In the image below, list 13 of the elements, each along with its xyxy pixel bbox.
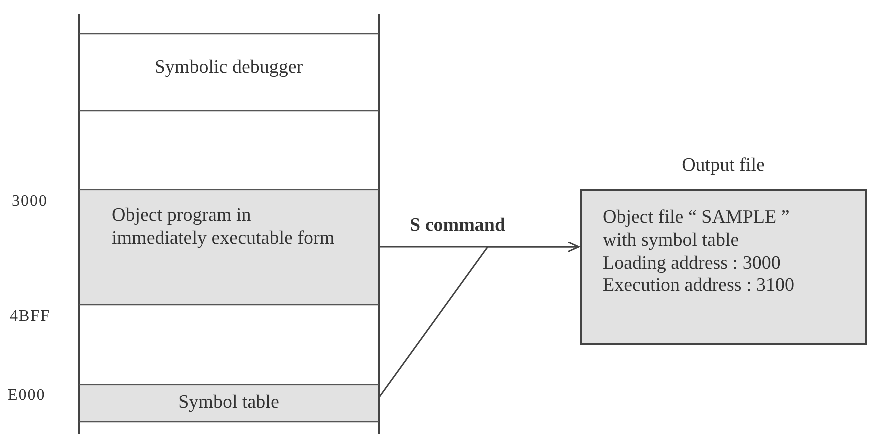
file-info-text: Loading address : 3000: [603, 252, 782, 276]
address-label: 3000: [12, 193, 48, 211]
file-info-text: Object file “ SAMPLE ” with symbol table: [603, 207, 791, 253]
region-label: Object program in immediately executable form: [112, 205, 336, 251]
region-label: Symbolic debugger: [154, 57, 304, 80]
address-label: 4BFF: [10, 308, 50, 326]
address-label: E000: [8, 387, 46, 405]
memory-region: [80, 386, 378, 421]
region-label: Symbol table: [178, 392, 280, 415]
box-heading: Output file: [681, 155, 766, 178]
arrow: [378, 241, 580, 398]
file-info-text: Execution address : 3100: [603, 275, 796, 298]
memory-region: [80, 191, 378, 304]
